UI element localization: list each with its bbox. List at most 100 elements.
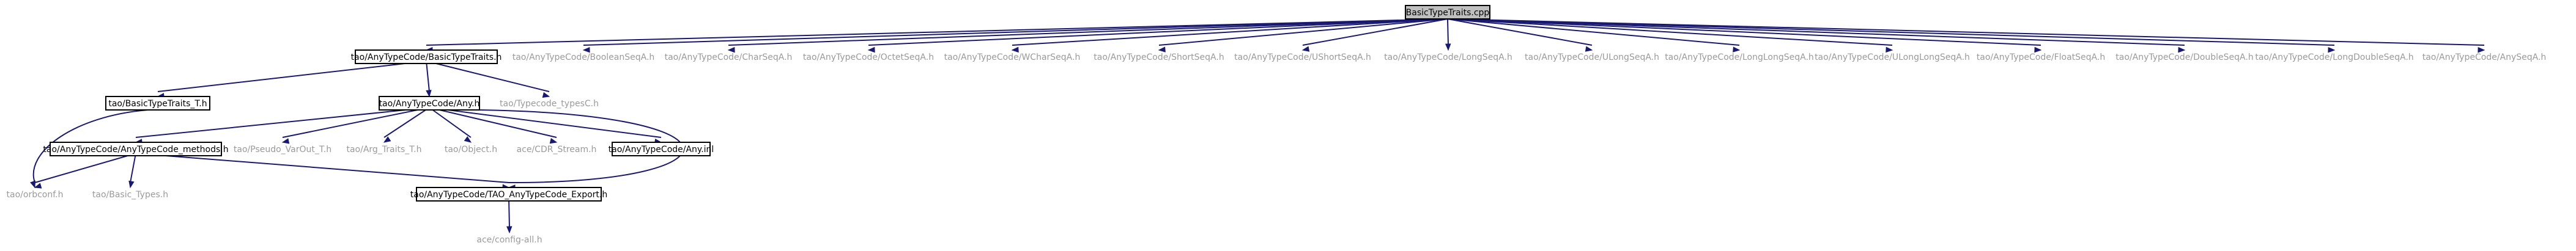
node-label: tao/orbconf.h (7, 190, 64, 200)
node-any_h[interactable]: tao/AnyTypeCode/Any.h (379, 96, 480, 111)
node-label: ace/CDR_Stream.h (517, 145, 597, 155)
edge-basic_type_traits_cpp-to-ulong_seq (1447, 18, 1593, 46)
edge-basic_type_traits_cpp-to-octet_seq (868, 18, 1448, 46)
arrowhead-orbconf (34, 183, 42, 189)
edge-basic_type_traits_cpp-to-double_seq (1447, 18, 2185, 46)
node-box (612, 142, 711, 156)
node-basic_type_traits_h[interactable]: tao/AnyTypeCode/BasicTypeTraits.h (351, 49, 502, 64)
arrowhead-arg_traits (383, 136, 391, 143)
node-label: tao/AnyTypeCode/LongLongSeqA.h (1665, 53, 1814, 62)
edge-any_methods-to-anytypecode_export (165, 155, 509, 183)
node-boolean_seq: tao/AnyTypeCode/BooleanSeqA.h (513, 53, 655, 62)
arrowhead-ulong_seq (1585, 46, 1593, 52)
nodes: BasicTypeTraits.cpp tao/AnyTypeCode/Basic… (7, 5, 2547, 245)
node-label: ace/config-all.h (476, 235, 542, 245)
node-any_methods[interactable]: tao/AnyTypeCode/AnyTypeCode_methods.h (43, 142, 229, 156)
node-orbconf: tao/orbconf.h (7, 190, 64, 200)
arrowhead-longdouble_seq (2328, 46, 2336, 53)
arrowhead-char_seq (727, 46, 735, 53)
arrowhead-basic_types (128, 180, 135, 189)
node-label: tao/Basic_Types.h (92, 190, 168, 200)
node-box (105, 96, 210, 111)
edge-any_h-to-object_h (432, 109, 472, 138)
arrowhead-longlong_seq (1733, 46, 1741, 53)
node-box (1405, 5, 1490, 20)
node-short_seq: tao/AnyTypeCode/ShortSeqA.h (1094, 53, 1224, 62)
node-label: tao/AnyTypeCode/ShortSeqA.h (1094, 53, 1224, 62)
node-label: tao/Object.h (445, 145, 497, 155)
node-longdouble_seq: tao/AnyTypeCode/LongDoubleSeqA.h (2255, 53, 2413, 62)
node-label: tao/AnyTypeCode/TAO_AnyTypeCode_Export.h (410, 190, 608, 200)
node-box (416, 187, 602, 202)
edge-basic_type_traits_cpp-to-longdouble_seq (1447, 18, 2335, 46)
node-label: tao/AnyTypeCode/AnyTypeCode_methods.h (43, 145, 228, 155)
node-wchar_seq: tao/AnyTypeCode/WCharSeqA.h (944, 53, 1081, 62)
node-arg_traits: tao/Arg_Traits_T.h (346, 145, 421, 155)
node-label: tao/AnyTypeCode/ULongSeqA.h (1525, 53, 1659, 62)
edge-basic_type_traits_cpp-to-ushort_seq (1302, 18, 1448, 46)
arrowhead-object_h (464, 136, 472, 143)
node-basic_type_traits_t[interactable]: tao/BasicTypeTraits_T.h (105, 96, 210, 111)
node-basic_types: tao/Basic_Types.h (92, 190, 168, 200)
arrowhead-long_seq (1445, 43, 1451, 51)
node-long_seq: tao/AnyTypeCode/LongSeqA.h (1384, 53, 1512, 62)
node-label: tao/BasicTypeTraits_T.h (108, 99, 207, 109)
arrowhead-short_seq (1158, 46, 1166, 53)
edge-basic_type_traits_cpp-to-wchar_seq (1012, 18, 1448, 46)
node-any_inl[interactable]: tao/AnyTypeCode/Any.inl (609, 142, 714, 156)
edge-basic_type_traits_h-to-any_h (426, 63, 430, 92)
node-typecode_types: tao/Typecode_typesC.h (500, 99, 599, 109)
arrowhead-ulonglong_seq (1886, 46, 1893, 53)
arrowhead-octet_seq (867, 46, 875, 53)
node-anytypecode_export[interactable]: tao/AnyTypeCode/TAO_AnyTypeCode_Export.h (410, 187, 608, 202)
node-label: tao/AnyTypeCode/CharSeqA.h (665, 53, 793, 62)
node-label: tao/AnyTypeCode/Any.inl (609, 145, 714, 155)
edge-any_h-to-any_inl (448, 109, 662, 138)
node-cdr_stream: ace/CDR_Stream.h (517, 145, 597, 155)
node-label: tao/AnyTypeCode/LongSeqA.h (1384, 53, 1512, 62)
edge-basic_type_traits_cpp-to-basic_type_traits_h (426, 18, 1448, 46)
node-label: tao/AnyTypeCode/UShortSeqA.h (1234, 53, 1371, 62)
arrowhead-pseudo_varout (281, 138, 290, 144)
arrowhead-any_h (426, 90, 432, 98)
edge-any_h-to-any_methods (135, 109, 406, 138)
node-basic_type_traits_cpp[interactable]: BasicTypeTraits.cpp (1405, 5, 1490, 20)
node-octet_seq: tao/AnyTypeCode/OctetSeqA.h (803, 53, 934, 62)
arrowhead-double_seq (2178, 46, 2186, 53)
node-label: tao/AnyTypeCode/ULongLongSeqA.h (1815, 53, 1970, 62)
arrowhead-ushort_seq (1301, 46, 1310, 52)
node-label: BasicTypeTraits.cpp (1406, 8, 1490, 18)
edge-any_methods-to-orbconf (34, 155, 128, 183)
edge-any_h-to-arg_traits (383, 109, 426, 138)
node-label: tao/AnyTypeCode/BooleanSeqA.h (513, 53, 655, 62)
node-label: tao/Typecode_typesC.h (500, 99, 599, 109)
node-ushort_seq: tao/AnyTypeCode/UShortSeqA.h (1234, 53, 1371, 62)
arrowhead-config_all (506, 226, 513, 234)
edge-basic_type_traits_cpp-to-char_seq (728, 18, 1448, 46)
edges (30, 18, 2485, 234)
arrowhead-boolean_seq (582, 46, 590, 53)
node-object_h: tao/Object.h (445, 145, 497, 155)
node-label: tao/AnyTypeCode/DoubleSeqA.h (2115, 53, 2253, 62)
node-box (50, 142, 222, 156)
edge-any_methods-to-basic_types (130, 155, 136, 183)
edge-any_h-to-cdr_stream (439, 109, 557, 138)
arrowhead-wchar_seq (1011, 46, 1019, 53)
node-pseudo_varout: tao/Pseudo_VarOut_T.h (234, 145, 331, 155)
edge-basic_type_traits_cpp-to-any_seq (1447, 18, 2485, 46)
edge-basic_type_traits_h-to-basic_type_traits_t (157, 63, 405, 92)
node-label: tao/AnyTypeCode/WCharSeqA.h (944, 53, 1081, 62)
node-config_all: ace/config-all.h (476, 235, 542, 245)
arrowhead-orbconf (30, 180, 36, 189)
node-label: tao/AnyTypeCode/FloatSeqA.h (1977, 53, 2105, 62)
arrowhead-any_seq (2478, 46, 2485, 53)
edge-basic_type_traits_h-to-typecode_types (435, 63, 550, 92)
node-label: tao/Pseudo_VarOut_T.h (234, 145, 331, 155)
node-label: tao/AnyTypeCode/AnySeqA.h (2422, 53, 2547, 62)
edge-basic_type_traits_cpp-to-ulonglong_seq (1447, 18, 1893, 46)
edge-any_h-to-pseudo_varout (282, 109, 418, 138)
node-double_seq: tao/AnyTypeCode/DoubleSeqA.h (2115, 53, 2253, 62)
node-box (355, 49, 498, 64)
node-label: tao/AnyTypeCode/LongDoubleSeqA.h (2255, 53, 2413, 62)
edge-basic_type_traits_t-to-orbconf (32, 109, 149, 183)
